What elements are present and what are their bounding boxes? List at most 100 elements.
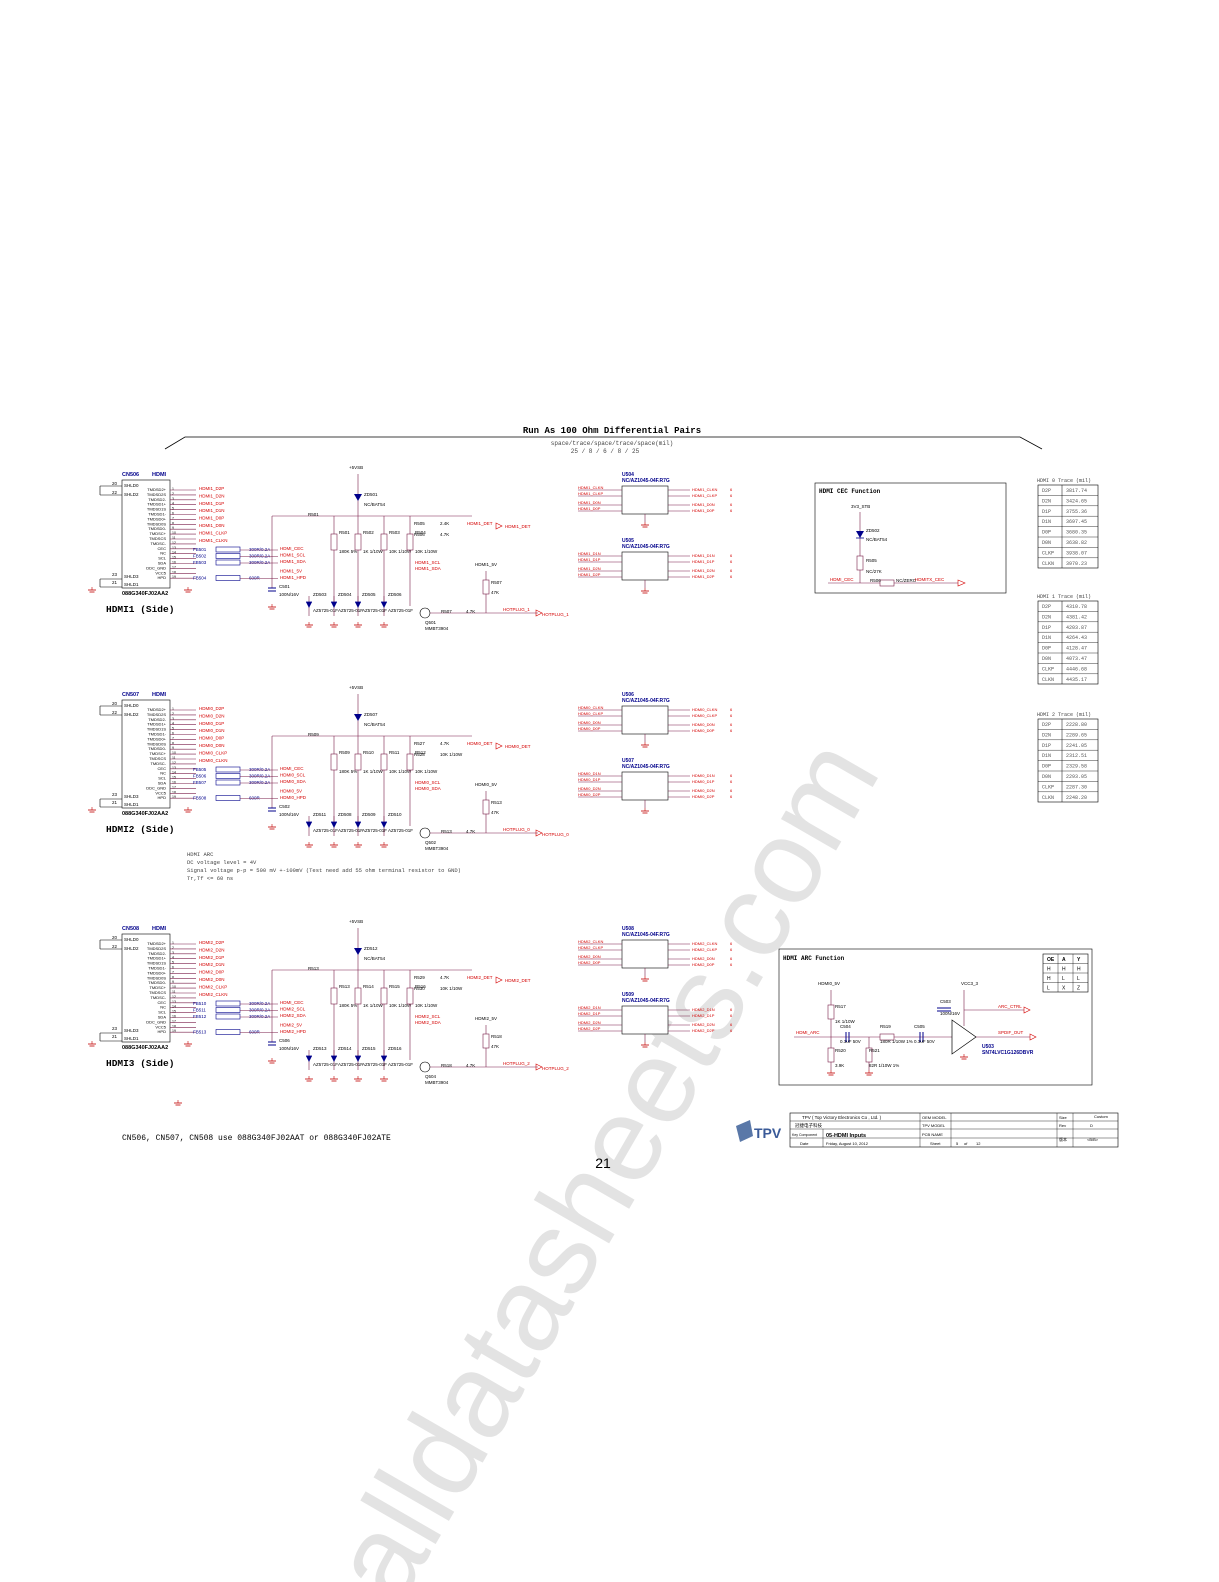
trace-table-length: 4446.68 xyxy=(1066,666,1087,672)
arc-part-ref: R519 xyxy=(880,1024,891,1029)
esd-sheet-ref: 6 xyxy=(730,962,733,967)
resistor-value: 180K 5% xyxy=(339,1003,357,1008)
tb-of-value: 12 xyxy=(976,1141,981,1146)
resistor-ref: R512 xyxy=(415,750,426,755)
tvs-ref: ZD504 xyxy=(338,592,352,597)
tvs-diode-symbol xyxy=(381,822,387,828)
esd-out-net: HDMI0_CLKP xyxy=(692,713,717,718)
resistor-value: 47K xyxy=(491,590,499,595)
esd-ic-ref: U504 xyxy=(622,472,634,478)
cec-net-in: HDMI_CEC xyxy=(830,577,854,582)
trace-table-length: 3938.07 xyxy=(1066,550,1087,556)
esd-out-net: HDMI2_CLKN xyxy=(692,941,717,946)
connector-pin-num: 9 xyxy=(172,746,174,750)
resistor-ref: R504 xyxy=(415,530,426,535)
connector-pin-num: 7 xyxy=(172,970,174,974)
scl-offpage-net: HDMI1_SCL xyxy=(415,560,441,565)
ferrite-bead-ref: FB508 xyxy=(193,796,207,801)
tvs-value: AZ5725-01F xyxy=(388,828,413,833)
tvs-diode-symbol xyxy=(355,822,361,828)
diff-net-label: HDMI2_D1N xyxy=(199,962,225,967)
header-title: Run As 100 Ohm Differential Pairs xyxy=(523,426,701,436)
tvs-ref: ZD506 xyxy=(388,592,402,597)
five-v-label: HDMI0_5V xyxy=(475,782,497,787)
connector-pin-num: 14 xyxy=(172,1005,176,1009)
cap-ref: C502 xyxy=(279,804,290,809)
scl-offpage-net: HDMI0_SCL xyxy=(415,780,441,785)
transistor-symbol xyxy=(419,1061,431,1073)
esd-in-net: HDMI2_CLKN xyxy=(578,939,603,944)
zener-value: NC/BAT54 xyxy=(364,502,386,507)
esd-in-net: HDMI2_D2N xyxy=(578,1020,601,1025)
connector-pin-name: VCC5 xyxy=(155,1024,166,1029)
trace-table-pair: D2P xyxy=(1042,604,1051,610)
connector-pin-name: TMDSCS xyxy=(149,990,166,995)
resistor-value: 4.7K xyxy=(440,741,449,746)
arc-note-line: HDMI ARC xyxy=(187,851,214,858)
esd-sheet-ref: 6 xyxy=(730,941,733,946)
tb-oem-label: OEM MODEL xyxy=(922,1115,947,1120)
esd-ic-ref: U508 xyxy=(622,926,634,932)
ferrite-bead-value: 600R xyxy=(249,1030,261,1035)
connector-pin-name: SCL xyxy=(158,776,167,781)
resistor-value: 4.7K xyxy=(440,532,449,537)
supply-label: +5VSB xyxy=(349,919,363,924)
esd-sheet-ref: 6 xyxy=(730,502,733,507)
tb-of-label: of xyxy=(964,1141,968,1146)
tpv-logo-mark xyxy=(736,1120,753,1142)
trace-table-pair: CLKN xyxy=(1042,795,1054,801)
diff-net-label: HDMI0_D2P xyxy=(199,706,224,711)
resistor xyxy=(406,753,414,771)
cec-diode-symbol xyxy=(856,531,864,538)
ferrite-bead xyxy=(215,553,241,559)
connector-pin-num: 8 xyxy=(172,975,174,979)
hotplug-offpage-net: HOTPLUG_2 xyxy=(542,1066,569,1071)
arc-net-out: SPDIF_OUT xyxy=(998,1030,1024,1035)
tvs-value: AZ5725-01F xyxy=(313,828,338,833)
connector-pin-name: DDC_GND xyxy=(146,785,166,790)
connector-pin-num: 7 xyxy=(172,516,174,520)
connector-pin-name: TMDSC+ xyxy=(149,985,166,990)
connector-pin-num: 1 xyxy=(172,707,174,711)
tb-company: TPV ( Top Victory Electronics Co , Ltd. … xyxy=(802,1115,882,1120)
trace-table-length: 3697.45 xyxy=(1066,519,1087,525)
resistor-ref: R502 xyxy=(363,530,374,535)
resistor-ref: R515 xyxy=(389,984,400,989)
arc-part-value: 0.1uF 50V xyxy=(914,1039,935,1044)
connector-pin-num: 2 xyxy=(172,492,174,496)
ferrite-bead-ref: FB505 xyxy=(193,767,207,772)
cec-series-resistor xyxy=(879,579,895,587)
trace-table-pair: D1N xyxy=(1042,519,1051,525)
connector-pin-num: 12 xyxy=(172,761,176,765)
trace-table-pair: D2P xyxy=(1042,488,1051,494)
resistor-value: 10K 1/10W xyxy=(389,549,412,554)
connector-pin-num: 19 xyxy=(172,575,176,579)
tvs-diode-symbol xyxy=(331,602,337,608)
arc-note-line: Tr,Tf <= 60 ns xyxy=(187,875,233,882)
esd-ic-ref: U505 xyxy=(622,538,634,544)
resistor-ref: R527 xyxy=(414,741,425,746)
connector-pin-name: TMDSD0+ xyxy=(147,736,166,741)
tvs-value: AZ5725-01F xyxy=(338,828,363,833)
trace-table-pair: D1P xyxy=(1042,625,1051,631)
diff-net-label: HDMI0_D0P xyxy=(199,736,224,741)
resistor xyxy=(330,987,338,1005)
zener-ref: ZD501 xyxy=(364,492,378,497)
connector-pin-name: NC xyxy=(160,1005,166,1010)
trace-table-length: 4381.42 xyxy=(1066,614,1087,620)
esd-in-net: HDMI2_CLKP xyxy=(578,945,603,950)
ferrite-bead-ref: FB507 xyxy=(193,780,207,785)
transistor-symbol xyxy=(419,607,431,619)
resistor xyxy=(330,533,338,551)
connector-pin-name: TMDSCS xyxy=(149,756,166,761)
ferrite-bead-value: 300R/0.2A xyxy=(249,554,270,559)
diff-net-label: HDMI2_D1P xyxy=(199,955,224,960)
tvs-ref: ZD509 xyxy=(362,812,376,817)
tvs-diode-symbol xyxy=(306,1056,312,1062)
det-offpage-net: HDMI0_DET xyxy=(505,744,531,749)
connector-pin-name: TMDSD1+ xyxy=(147,502,166,507)
tvs-diode-symbol xyxy=(355,1056,361,1062)
esd-sheet-ref: 6 xyxy=(730,779,733,784)
resistor-ref: R510 xyxy=(363,750,374,755)
